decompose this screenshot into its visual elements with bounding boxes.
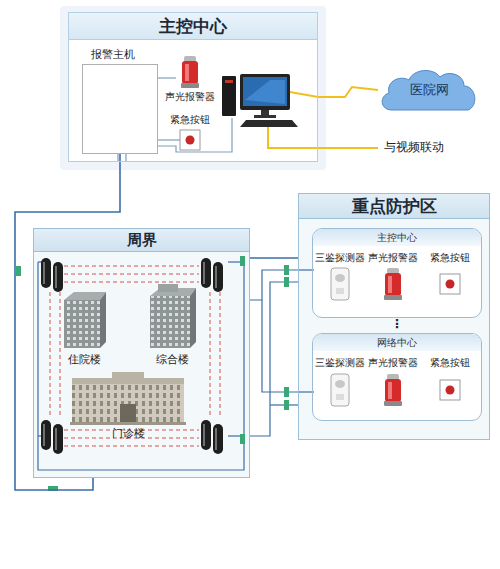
beam-detector bbox=[41, 420, 51, 450]
cloud-label: 医院网 bbox=[378, 66, 480, 98]
beam-detector bbox=[201, 420, 211, 450]
wire bbox=[250, 270, 314, 436]
network-link bbox=[290, 92, 318, 97]
device-label: 与视频联动 bbox=[384, 140, 444, 154]
connector-line bbox=[318, 87, 378, 97]
siren-icon bbox=[384, 374, 402, 406]
video-link bbox=[268, 127, 378, 148]
wire bbox=[38, 262, 244, 470]
beam-detector bbox=[53, 262, 63, 292]
device-label: 综合楼 bbox=[156, 353, 189, 366]
device-label: 声光报警器 bbox=[368, 252, 418, 264]
button-icon bbox=[440, 380, 460, 400]
button-icon bbox=[440, 274, 460, 294]
detector-icon bbox=[331, 268, 349, 300]
computer-icon bbox=[222, 74, 298, 127]
beam-detector bbox=[53, 424, 63, 454]
device-label: 紧急按钮 bbox=[430, 357, 470, 369]
building bbox=[70, 372, 186, 425]
panel-ground bbox=[68, 12, 318, 162]
panel-shadow bbox=[60, 6, 326, 170]
device-label: 住院楼 bbox=[68, 353, 101, 366]
network-cloud: 医院网 bbox=[378, 66, 480, 114]
region-panel: 重点防护区主控中心网络中心 bbox=[298, 193, 490, 440]
beam-detector bbox=[213, 262, 223, 292]
panel-title: 重点防护区 bbox=[299, 194, 489, 219]
zone-box: 主控中心 bbox=[312, 228, 482, 318]
device-label: 紧急按钮 bbox=[170, 114, 210, 126]
building bbox=[64, 292, 106, 348]
junction-box bbox=[16, 256, 245, 491]
device-label: 三鉴探测器 bbox=[315, 252, 365, 264]
box-heading: 报警主机 bbox=[91, 48, 135, 61]
ellipsis-mark: ⋮ bbox=[391, 317, 403, 331]
infrared-beam bbox=[50, 266, 220, 446]
panel-title: 周界 bbox=[34, 229, 249, 252]
device-label: 紧急按钮 bbox=[430, 252, 470, 264]
region-panel: 主控中心报警主机 bbox=[68, 12, 318, 162]
beam-detector bbox=[213, 424, 223, 454]
beam-detector bbox=[41, 258, 51, 288]
device-label: 声光报警器 bbox=[368, 357, 418, 369]
region-panel: 周界 bbox=[33, 228, 250, 478]
zone-title: 网络中心 bbox=[313, 334, 481, 351]
zone-box: 网络中心 bbox=[312, 333, 482, 421]
panel-ground bbox=[312, 333, 482, 421]
panel-ground bbox=[33, 228, 250, 478]
device-label: 声光报警器 bbox=[165, 91, 215, 103]
connector-line bbox=[15, 154, 120, 490]
button-icon bbox=[180, 130, 200, 150]
device-label: 三鉴探测器 bbox=[315, 357, 365, 369]
connector-line bbox=[250, 257, 298, 259]
building bbox=[150, 284, 196, 348]
junction-box bbox=[284, 265, 289, 410]
panel-title: 主控中心 bbox=[69, 13, 317, 40]
detector-icon bbox=[331, 374, 349, 406]
panel-ground bbox=[298, 193, 490, 440]
siren-icon bbox=[384, 268, 402, 300]
device-label: 门诊楼 bbox=[112, 427, 145, 440]
beam-detector bbox=[201, 258, 211, 288]
zone-title: 主控中心 bbox=[313, 229, 481, 246]
panel-ground bbox=[312, 228, 482, 318]
host-box: 报警主机 bbox=[82, 64, 158, 154]
siren-icon bbox=[181, 56, 199, 88]
